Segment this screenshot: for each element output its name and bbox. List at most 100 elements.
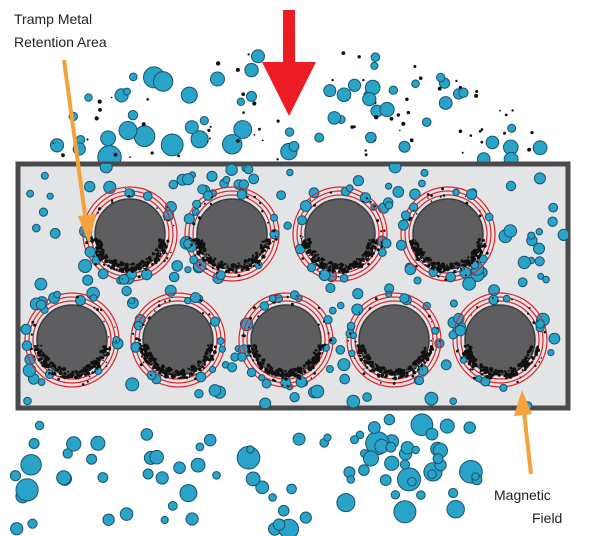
tramp-metal-speck: [363, 359, 365, 362]
retained-tramp-metal: [66, 374, 69, 377]
retained-tramp-metal: [393, 376, 397, 380]
particle: [414, 375, 425, 386]
retained-tramp-metal: [472, 356, 474, 359]
retained-tramp-metal: [246, 266, 249, 270]
particle: [548, 332, 561, 345]
tramp-metal-speck: [364, 149, 367, 152]
retained-tramp-metal: [371, 368, 375, 372]
particle: [347, 78, 362, 92]
retained-tramp-metal: [488, 375, 493, 380]
retained-tramp-metal: [36, 348, 39, 351]
tramp-metal-speck: [319, 272, 322, 275]
retained-tramp-metal: [357, 347, 361, 352]
tramp-metal-speck: [349, 332, 352, 335]
particle: [227, 362, 238, 373]
retained-tramp-metal: [252, 359, 255, 362]
particle: [62, 448, 73, 459]
tramp-metal-speck: [107, 336, 110, 338]
retained-tramp-metal: [263, 244, 268, 248]
retained-tramp-metal: [209, 256, 212, 258]
retained-tramp-metal: [263, 370, 265, 373]
particle: [404, 263, 417, 276]
retained-tramp-metal: [172, 371, 175, 374]
retained-tramp-metal: [369, 243, 372, 246]
retained-tramp-metal: [464, 354, 466, 357]
tramp-metal-speck: [380, 242, 383, 245]
retained-tramp-metal: [302, 367, 305, 370]
retained-tramp-metal: [437, 262, 439, 265]
tramp-metal-speck: [203, 202, 206, 205]
magnet-tube: [396, 186, 496, 283]
retained-tramp-metal: [357, 265, 361, 269]
tramp-metal-speck: [317, 306, 321, 310]
retained-tramp-metal: [456, 266, 459, 270]
tramp-metal-speck: [411, 374, 415, 378]
retained-tramp-metal: [188, 368, 191, 371]
retained-tramp-metal: [418, 252, 421, 255]
retained-tramp-metal: [412, 362, 417, 366]
retained-tramp-metal: [431, 262, 434, 265]
retained-tramp-metal: [313, 250, 317, 254]
particle: [318, 269, 331, 282]
tramp-metal-speck: [478, 130, 482, 133]
retained-tramp-metal: [203, 355, 208, 360]
retained-tramp-metal: [98, 362, 101, 365]
particle: [475, 375, 483, 383]
retained-tramp-metal: [423, 361, 426, 364]
retained-tramp-metal: [143, 343, 148, 348]
retained-tramp-metal: [44, 356, 47, 359]
tramp-metal-speck: [114, 326, 116, 328]
particle: [190, 130, 209, 149]
retained-tramp-metal: [176, 371, 181, 375]
retained-tramp-metal: [261, 245, 265, 250]
retained-tramp-metal: [254, 261, 257, 264]
retained-tramp-metal: [201, 239, 204, 242]
retained-tramp-metal: [124, 263, 128, 267]
retained-tramp-metal: [361, 347, 364, 350]
retained-tramp-metal: [108, 347, 112, 351]
tramp-metal-speck: [97, 208, 101, 211]
retained-tramp-metal: [204, 259, 207, 261]
retained-tramp-metal: [145, 257, 148, 261]
retained-tramp-metal: [315, 349, 318, 352]
tramp-metal-speck: [132, 332, 135, 335]
particle: [246, 90, 257, 102]
retained-tramp-metal: [527, 349, 531, 353]
retained-tramp-metal: [140, 345, 143, 347]
retained-tramp-metal: [108, 346, 110, 349]
retention-pointer-arrow-icon: [62, 59, 96, 244]
retained-tramp-metal: [156, 249, 160, 252]
retained-tramp-metal: [54, 367, 57, 371]
tramp-metal-speck: [210, 196, 213, 199]
retained-tramp-metal: [337, 270, 341, 273]
particle: [268, 294, 277, 303]
tramp-metal-speck: [272, 301, 274, 304]
retained-tramp-metal: [478, 254, 481, 257]
tramp-metal-speck: [439, 195, 442, 198]
retained-tramp-metal: [334, 264, 338, 269]
tramp-metal-speck: [323, 343, 327, 346]
tramp-metal-speck: [430, 194, 433, 197]
retained-tramp-metal: [514, 369, 517, 371]
retained-tramp-metal: [455, 261, 458, 265]
retained-tramp-metal: [315, 262, 318, 265]
retained-tramp-metal: [137, 263, 140, 267]
retained-tramp-metal: [99, 246, 102, 249]
tramp-metal-speck: [195, 373, 197, 375]
tramp-metal-speck: [267, 221, 269, 224]
tramp-metal-speck: [465, 201, 469, 205]
tramp-metal-speck: [215, 61, 221, 66]
retained-tramp-metal: [293, 367, 298, 372]
particle: [286, 168, 294, 177]
tramp-metal-speck: [537, 320, 539, 323]
retained-tramp-metal: [369, 242, 372, 244]
magnet-tube: [345, 292, 442, 388]
retained-tramp-metal: [484, 371, 487, 374]
retained-tramp-metal: [414, 239, 417, 242]
retained-tramp-metal: [517, 363, 521, 368]
retained-tramp-metal: [495, 369, 498, 372]
particle: [542, 275, 550, 284]
retained-tramp-metal: [309, 240, 312, 243]
retained-tramp-metal: [507, 375, 511, 378]
particle: [418, 179, 426, 188]
